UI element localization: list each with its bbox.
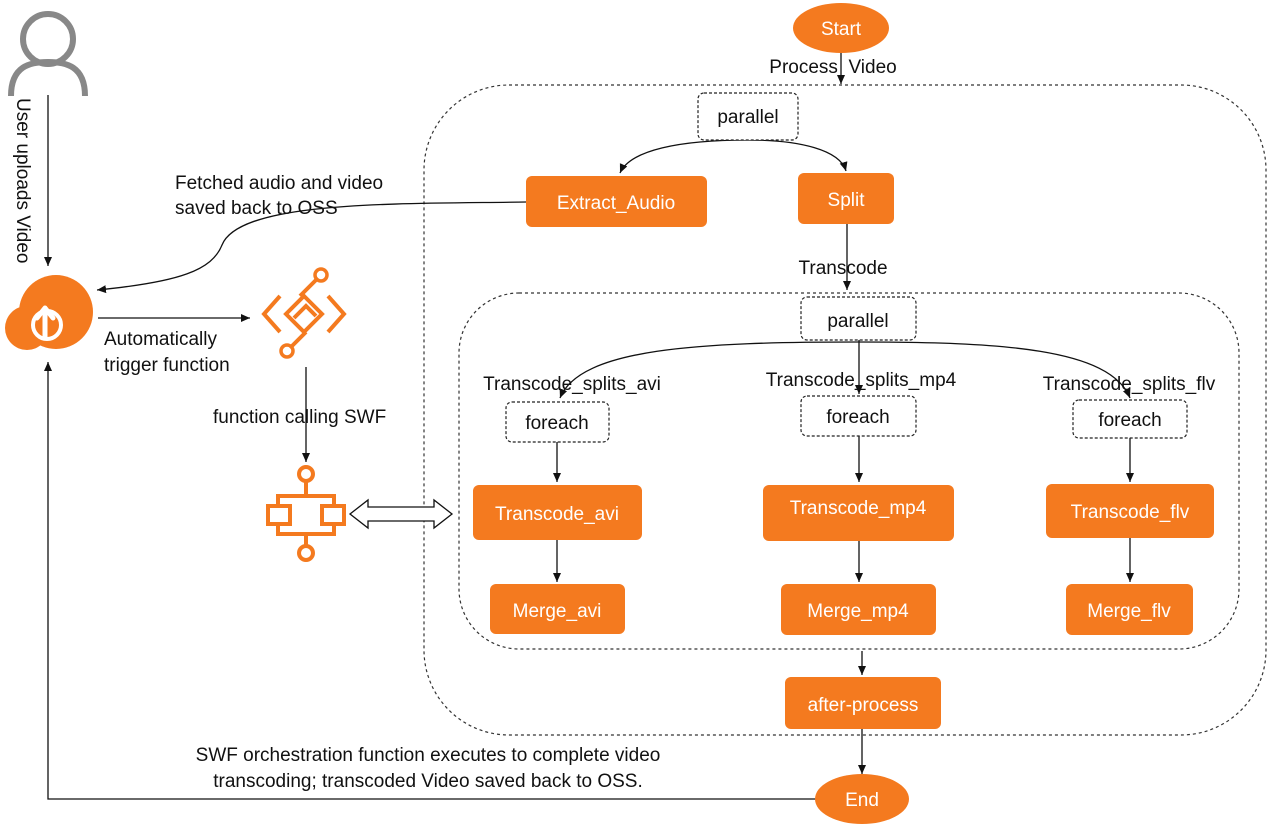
edge-extract-oss xyxy=(96,201,527,294)
svg-text:after-process: after-process xyxy=(808,695,919,716)
transcode-avi-node[interactable]: Transcode_avi xyxy=(473,485,642,540)
svg-text:Merge_flv: Merge_flv xyxy=(1087,601,1171,622)
label-fetched-line1: Fetched audio and video xyxy=(175,173,383,194)
svg-text:End: End xyxy=(845,790,879,811)
end-node[interactable]: End xyxy=(815,774,909,824)
svg-text:Transcode_flv: Transcode_flv xyxy=(1071,502,1190,523)
process-video-frame xyxy=(423,84,1267,736)
edge-end-oss xyxy=(44,362,816,800)
label-process-video: Process Video xyxy=(769,57,896,78)
label-splits-flv: Transcode_splits_flv xyxy=(1043,374,1216,395)
parallel-inner-node[interactable]: parallel xyxy=(800,296,917,341)
svg-text:parallel: parallel xyxy=(827,311,888,332)
merge-flv-node[interactable]: Merge_flv xyxy=(1066,584,1193,635)
edge-parallel-split xyxy=(747,139,848,172)
svg-text:foreach: foreach xyxy=(826,407,889,428)
foreach-flv-node[interactable]: foreach xyxy=(1072,399,1188,439)
after-process-node[interactable]: after-process xyxy=(785,677,941,729)
label-swf-line1: SWF orchestration function executes to c… xyxy=(196,745,661,766)
function-compute-icon[interactable] xyxy=(261,267,347,359)
svg-text:Merge_avi: Merge_avi xyxy=(513,601,602,622)
foreach-mp4-node[interactable]: foreach xyxy=(800,395,917,437)
transcode-flv-node[interactable]: Transcode_flv xyxy=(1046,484,1214,538)
merge-mp4-node[interactable]: Merge_mp4 xyxy=(781,584,936,635)
svg-text:foreach: foreach xyxy=(1098,410,1161,431)
svg-text:foreach: foreach xyxy=(525,413,588,434)
svg-text:Start: Start xyxy=(821,19,862,40)
svg-text:Transcode_mp4: Transcode_mp4 xyxy=(790,498,927,519)
edge-parallel-flv xyxy=(857,341,1131,399)
start-node[interactable]: Start xyxy=(793,3,889,53)
serverless-workflow-icon[interactable] xyxy=(266,465,346,562)
split-node[interactable]: Split xyxy=(798,173,894,224)
label-fetched-line2: saved back to OSS xyxy=(175,198,338,219)
label-auto-line1: Automatically xyxy=(104,329,217,350)
label-auto-line2: trigger function xyxy=(104,355,230,376)
transcode-mp4-node[interactable]: Transcode_mp4 xyxy=(763,485,954,541)
parallel-outer-node[interactable]: parallel xyxy=(697,92,799,141)
svg-text:parallel: parallel xyxy=(717,107,778,128)
svg-text:Extract_Audio: Extract_Audio xyxy=(557,193,675,214)
user-icon xyxy=(8,11,88,97)
label-user-uploads: User uploads Video xyxy=(12,98,33,263)
oss-cloud-upload-icon[interactable] xyxy=(5,275,93,350)
edge-parallel-extract xyxy=(619,139,749,174)
double-arrow xyxy=(348,498,454,530)
foreach-avi-node[interactable]: foreach xyxy=(505,401,610,443)
label-splits-mp4: Transcode_splits_mp4 xyxy=(766,370,957,391)
transcode-frame xyxy=(458,292,1240,650)
extract-audio-node[interactable]: Extract_Audio xyxy=(526,176,707,227)
svg-text:Merge_mp4: Merge_mp4 xyxy=(807,601,909,622)
label-swf-line2: transcoding; transcoded Video saved back… xyxy=(213,771,643,792)
label-transcode: Transcode xyxy=(798,258,887,279)
merge-avi-node[interactable]: Merge_avi xyxy=(490,584,625,634)
svg-text:Split: Split xyxy=(828,190,866,211)
label-function-calling: function calling SWF xyxy=(213,407,386,428)
label-splits-avi: Transcode_splits_avi xyxy=(483,374,661,395)
edge-parallel-avi xyxy=(559,341,859,399)
svg-text:Transcode_avi: Transcode_avi xyxy=(495,504,619,525)
